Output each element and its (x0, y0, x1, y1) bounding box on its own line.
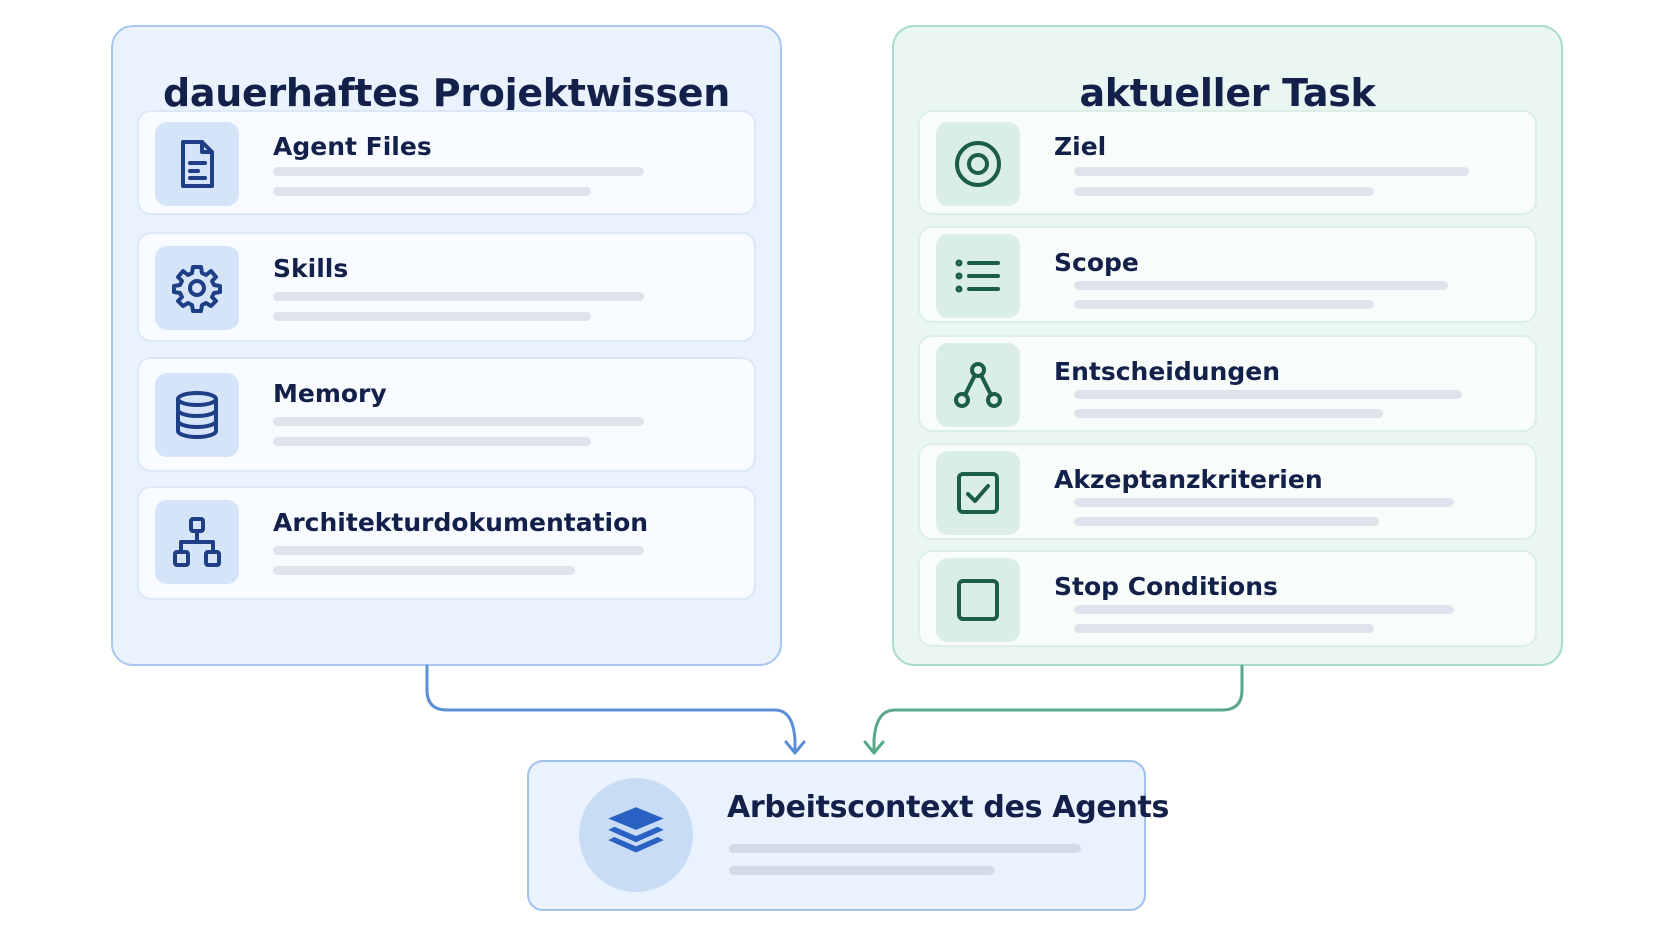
card-label-memory: Memory (273, 379, 387, 408)
target-icon (936, 122, 1020, 206)
right-arrowhead (863, 740, 885, 755)
placeholder-line (1074, 409, 1383, 418)
document-icon (155, 122, 239, 206)
card-stop-conditions: Stop Conditions (918, 550, 1537, 647)
card-label-scope: Scope (1054, 248, 1139, 277)
card-label-stop-conditions: Stop Conditions (1054, 572, 1278, 601)
card-scope: Scope (918, 226, 1537, 323)
placeholder-line (273, 187, 591, 196)
card-agent-files: Agent Files (137, 110, 756, 215)
agent-work-context-box: Arbeitscontext des Agents (527, 760, 1169, 911)
placeholder-line (273, 566, 575, 575)
placeholder-line (273, 437, 591, 446)
current-task-panel: aktueller Task Ziel Scope Entscheidungen… (892, 25, 1563, 666)
result-label: Arbeitscontext des Agents (727, 790, 1170, 825)
card-decisions: Entscheidungen (918, 335, 1537, 432)
placeholder-line (1074, 498, 1454, 507)
card-label-skills: Skills (273, 254, 349, 283)
database-icon (155, 373, 239, 457)
card-label-acceptance-criteria: Akzeptanzkriterien (1054, 465, 1323, 494)
placeholder-line (273, 312, 591, 321)
checkbox-checked-icon (936, 451, 1020, 535)
placeholder-line (273, 292, 644, 301)
right-panel-title: aktueller Task (1079, 71, 1376, 115)
placeholder-line (1074, 605, 1454, 614)
card-architecture-docs: Architekturdokumentation (137, 486, 756, 600)
persistent-knowledge-panel: dauerhaftes Projektwissen Agent Files Sk… (111, 25, 782, 666)
card-memory: Memory (137, 357, 756, 472)
placeholder-line (273, 417, 644, 426)
left-connector-arrow (425, 664, 797, 754)
right-connector-arrow (872, 664, 1244, 754)
left-arrowhead (784, 740, 806, 755)
card-label-decisions: Entscheidungen (1054, 357, 1280, 386)
card-acceptance-criteria: Akzeptanzkriterien (918, 443, 1537, 540)
card-ziel: Ziel (918, 110, 1537, 215)
placeholder-line (1074, 517, 1379, 526)
card-label-agent-files: Agent Files (273, 132, 432, 161)
gear-icon (155, 246, 239, 330)
placeholder-line (1074, 390, 1462, 399)
layers-icon (579, 778, 693, 892)
placeholder-line (273, 546, 644, 555)
left-panel-title: dauerhaftes Projektwissen (162, 71, 731, 115)
card-label-ziel: Ziel (1054, 132, 1107, 161)
placeholder-line (1074, 281, 1448, 290)
placeholder-line (1074, 624, 1374, 633)
card-label-architecture-docs: Architekturdokumentation (273, 508, 649, 537)
placeholder-line (1074, 300, 1374, 309)
list-icon (936, 234, 1020, 318)
hierarchy-icon (155, 500, 239, 584)
placeholder-line (1074, 167, 1469, 176)
placeholder-line (273, 167, 644, 176)
card-skills: Skills (137, 232, 756, 342)
checkbox-empty-icon (936, 558, 1020, 642)
placeholder-line (729, 866, 995, 875)
branch-icon (936, 343, 1020, 427)
placeholder-line (1074, 187, 1374, 196)
placeholder-line (729, 844, 1081, 853)
